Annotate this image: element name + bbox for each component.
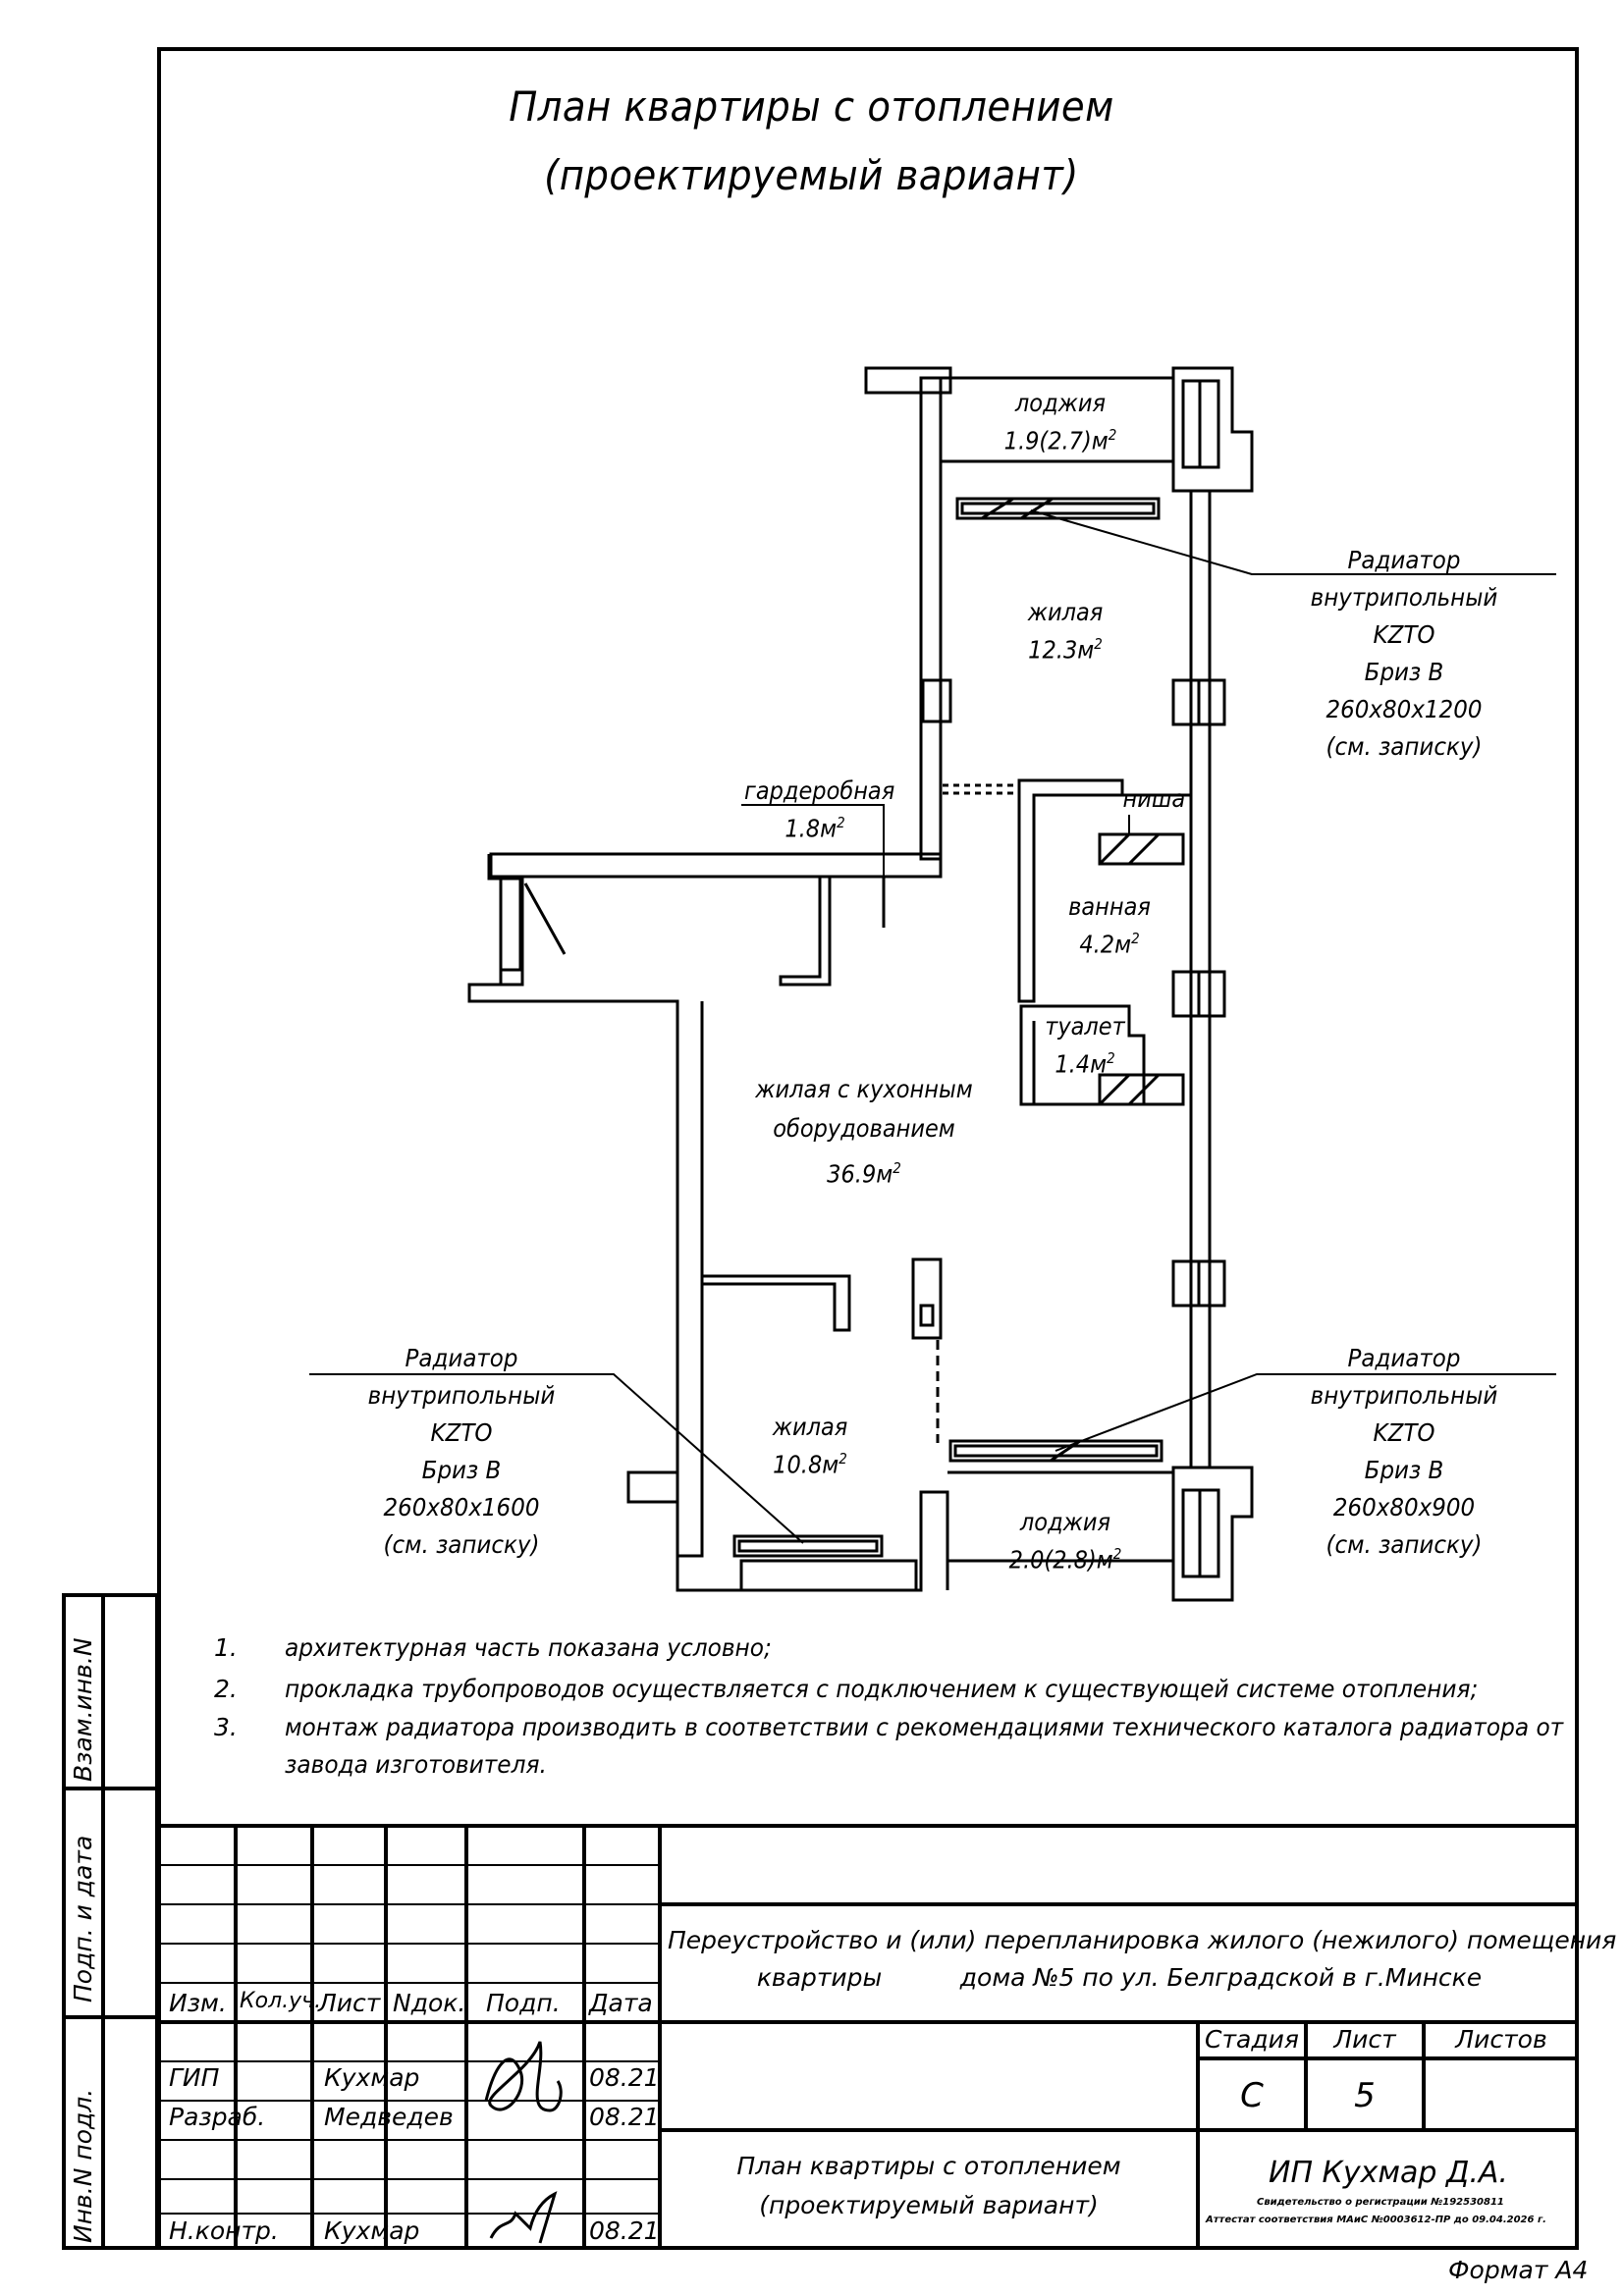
tb-name: Кухмар [324, 2063, 420, 2092]
tb-header-kol: Кол.уч. [240, 1989, 322, 2013]
callout-radiator-right: Радиатор внутрипольный KZTO Бриз В 260x8… [1310, 1344, 1498, 1559]
note-number: 3. [214, 1713, 238, 1741]
wall-wardrobe-stub [779, 877, 832, 987]
tb-header-data: Дата [589, 1989, 653, 2017]
tb-stage-value: С [1240, 2076, 1264, 2115]
wall-bottom-right-block [1171, 1466, 1254, 1602]
room-loggia-bottom: лоджия 2.0(2.8)м2 [1008, 1508, 1122, 1575]
note-number: 2. [214, 1675, 238, 1703]
leader-radiator-left [309, 1373, 804, 1544]
callout-radiator-left: Радиатор внутрипольный KZTO Бриз В 260x8… [367, 1344, 556, 1559]
wall-top-right-block [1171, 366, 1254, 493]
tb-stage-label: Стадия [1205, 2025, 1299, 2054]
tb-company-registration: Свидетельство о регистрации №192530811 [1257, 2197, 1504, 2208]
note-text: завода изготовителя. [285, 1750, 547, 1779]
callout-radiator-top: Радиатор внутрипольный KZTO Бриз В 260x8… [1310, 546, 1498, 761]
note-number: 1. [214, 1633, 238, 1662]
wall-bath [1017, 778, 1124, 1003]
signature-2 [489, 2191, 558, 2244]
wall-bottom-loggia [947, 1470, 1173, 1563]
room-wardrobe: гардеробная 1.8м2 [744, 776, 895, 843]
tb-header-podp: Подп. [486, 1989, 561, 2017]
tb-sheet-label: Лист [1333, 2025, 1396, 2054]
niche-2 [1098, 1073, 1185, 1106]
wall-top-loggia [864, 366, 952, 395]
note-text: монтаж радиатора производить в соответст… [285, 1713, 1564, 1741]
leader-wardrobe [741, 804, 885, 928]
tb-header-ndok: Nдок. [393, 1989, 466, 2017]
leader-radiator-right [1055, 1373, 1556, 1452]
room-kitchen-living: жилая с кухонным оборудованием 36.9м2 [755, 1075, 973, 1189]
tb-project-line1: Переустройство и (или) перепланировка жи… [668, 1926, 1617, 1954]
wall-lower-bedroom [702, 1274, 851, 1332]
room-loggia-top: лоджия 1.9(2.7)м2 [1003, 389, 1117, 455]
side-label-inv: Инв.N подл. [69, 2088, 97, 2243]
tb-role: Разраб. [169, 2103, 266, 2131]
window-left-upper [921, 678, 952, 723]
side-label-vzam: Взам.инв.N [69, 1637, 97, 1782]
leader-radiator-top [1030, 509, 1556, 575]
drawing-title-line2: (проектируемый вариант) [544, 151, 1079, 199]
room-toilet: туалет 1.4м2 [1045, 1012, 1125, 1079]
wall-loggia-rail [941, 376, 1173, 463]
drawing-title-line1: План квартиры с отоплением [509, 82, 1114, 131]
room-bath: ванная 4.2м2 [1068, 892, 1151, 959]
tb-date: 08.21 [589, 2103, 660, 2131]
door-left-opening [499, 877, 524, 987]
wall-bottom-left-ledge [626, 1470, 679, 1504]
tb-date: 08.21 [589, 2216, 660, 2245]
tb-sheet-title-line1: План квартиры с отоплением [736, 2152, 1121, 2180]
tb-sheets-label: Листов [1455, 2025, 1547, 2054]
tb-project-line2: квартиры дома №5 по ул. Белградской в г.… [756, 1963, 1483, 1992]
drawing-frame [157, 47, 1579, 2250]
tb-name: Кухмар [324, 2216, 420, 2245]
window-bottom-left [739, 1559, 918, 1592]
tb-company-attestation: Аттестат соответствия МАиС №0003612-ПР д… [1206, 2215, 1546, 2225]
radiator-bottom-left [732, 1534, 884, 1558]
side-label-podp: Подп. и дата [69, 1835, 97, 2002]
tb-header-izm: Изм. [169, 1989, 227, 2017]
room-niche: ниша [1122, 784, 1186, 813]
room-living-top: жилая 12.3м2 [1027, 598, 1104, 665]
radiator-bottom-right [948, 1439, 1163, 1463]
tb-role: Н.контр. [169, 2216, 279, 2245]
signature-1 [484, 2041, 563, 2112]
note-text: прокладка трубопроводов осуществляется с… [285, 1675, 1479, 1703]
tb-role: ГИП [169, 2063, 220, 2092]
tb-header-list: Лист [318, 1989, 381, 2017]
tb-sheet-value: 5 [1354, 2076, 1376, 2115]
tb-name: Медведев [324, 2103, 454, 2131]
wall-wardrobe [489, 852, 943, 879]
format-label: Формат А4 [1448, 2256, 1589, 2284]
note-text: архитектурная часть показана условно; [285, 1633, 772, 1662]
tb-sheet-title-line2: (проектируемый вариант) [759, 2191, 1099, 2219]
tb-date: 08.21 [589, 2063, 660, 2092]
niche-1 [1098, 832, 1185, 866]
column [911, 1257, 943, 1340]
tb-company: ИП Кухмар Д.А. [1269, 2156, 1508, 2190]
room-living-bottom: жилая 10.8м2 [772, 1413, 848, 1479]
